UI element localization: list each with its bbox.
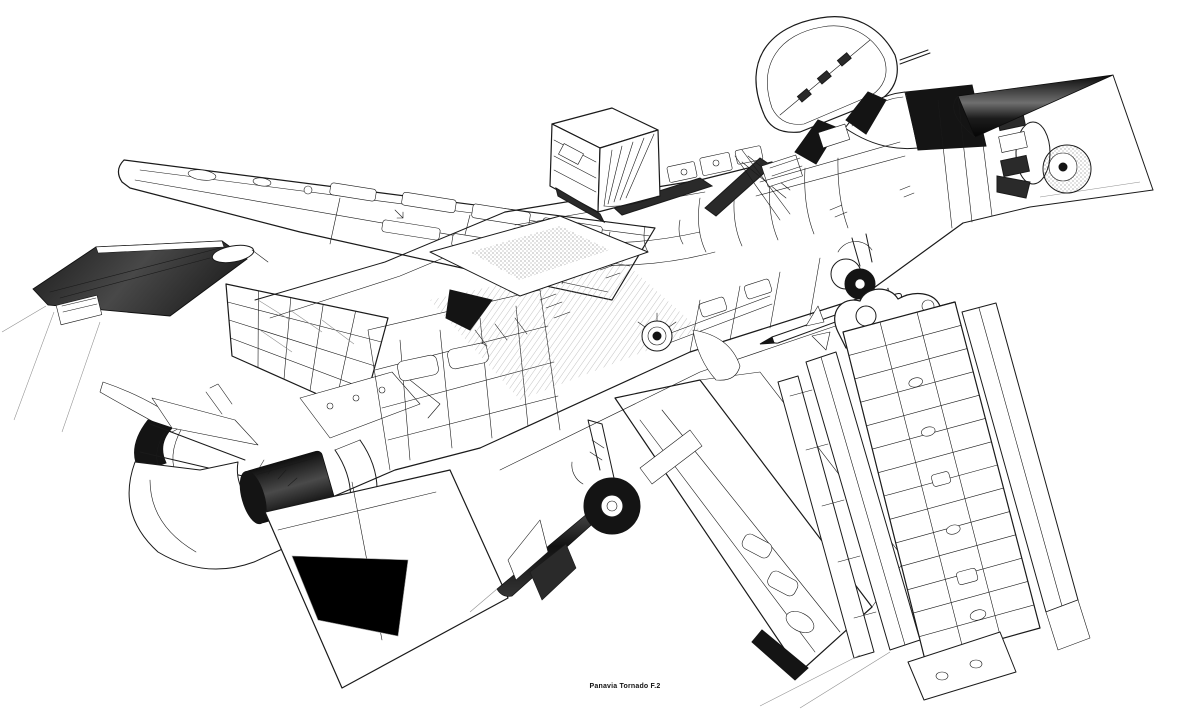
black-radome [957,74,1114,138]
tailplane [32,240,269,326]
spine-equipment [666,145,791,217]
spine-fairing [611,177,714,216]
skyflash-missile [469,493,618,613]
wingtip-dark-edge [751,629,809,681]
detached-starboard-wing-panel [759,301,1091,709]
afterburner-nozzle [134,419,173,473]
nose-landing-gear [830,233,876,300]
trailing-edge-flap [961,302,1091,651]
detail-marks [474,185,915,347]
caption: Panavia Tornado F.2 [589,683,661,690]
cockpit-section [734,16,987,221]
leading-edge-slats [777,351,921,659]
wing-pivot-bearing [637,312,677,352]
tailplane-bullet-fairing [211,244,269,264]
nose-outline [1112,74,1154,191]
fin-internal-lattice [225,283,441,439]
main-landing-gear [571,419,703,535]
taileron-surface [264,469,509,689]
nose-section [937,74,1154,229]
tail-antenna-lines [1,305,186,433]
front-ejection-seat [845,91,887,135]
fin-root-box [549,107,661,224]
wingtip-plate [907,631,1017,701]
instrument-panel [761,154,803,188]
wing-glove [429,215,741,381]
